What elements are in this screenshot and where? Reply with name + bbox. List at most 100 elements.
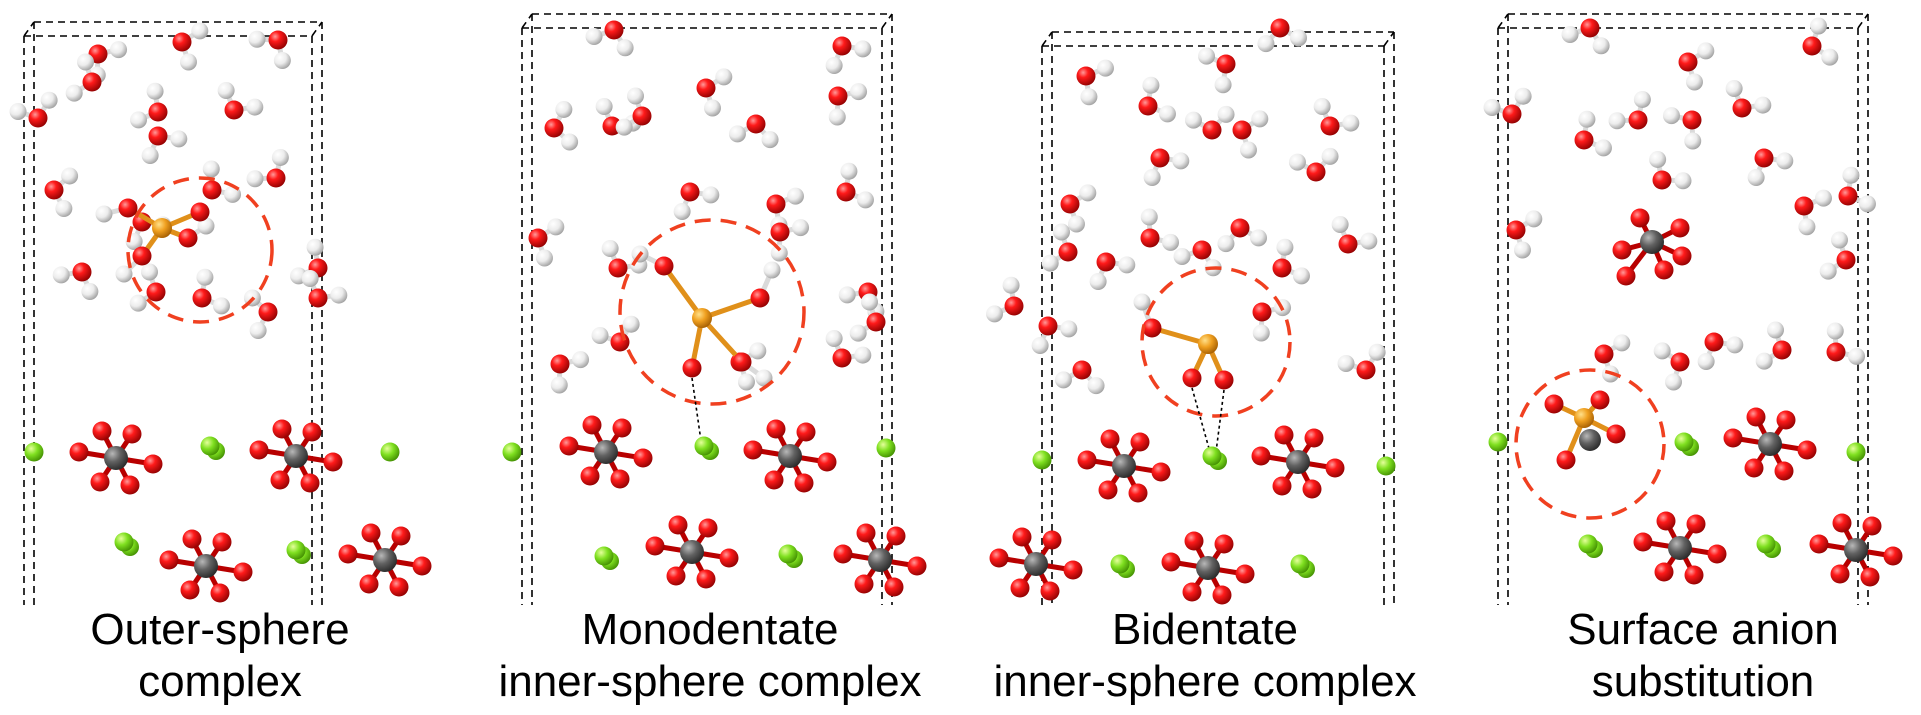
caption-line-2: inner-sphere complex	[498, 657, 922, 706]
water-molecule	[673, 182, 720, 220]
water-molecule	[65, 53, 102, 102]
oxygen-atom	[764, 470, 784, 490]
oxygen-atom	[180, 580, 200, 600]
cation-atom	[1846, 442, 1866, 462]
hydrogen-atom	[249, 322, 267, 340]
oxygen-atom	[391, 526, 411, 546]
metal-atom	[104, 446, 128, 470]
cation-atom	[1674, 432, 1694, 452]
oxygen-atom	[1630, 208, 1650, 228]
water-molecule	[1697, 332, 1744, 370]
cation-atom	[24, 442, 44, 462]
oxygen-atom	[1100, 429, 1120, 449]
water-molecule	[1232, 110, 1269, 159]
hydrogen-atom	[1214, 76, 1232, 94]
hydrogen-atom	[702, 186, 720, 204]
hydrogen-atom	[737, 373, 755, 391]
hydrogen-atom	[838, 286, 856, 304]
cation-atom	[1756, 534, 1776, 554]
oxygen-atom	[266, 168, 286, 188]
water-molecule	[1089, 252, 1136, 290]
oxygen-atom	[1606, 424, 1626, 444]
hydrogen-atom	[1767, 321, 1785, 339]
hydrogen-atom	[1726, 336, 1744, 354]
hydrogen-atom	[1053, 223, 1071, 241]
hydrogen-atom	[622, 315, 640, 333]
water-molecule	[1331, 216, 1378, 254]
hydrogen-atom	[1368, 343, 1386, 361]
water-molecule	[770, 219, 810, 262]
oxygen-atom	[1672, 246, 1692, 266]
oxygen-atom	[90, 472, 110, 492]
panel-monodentate	[502, 13, 927, 605]
water-molecule	[1041, 223, 1078, 272]
oxygen-atom	[1272, 258, 1292, 278]
oxygen-atom	[1130, 432, 1150, 452]
oxygen-atom	[796, 422, 816, 442]
metal-atom	[194, 554, 218, 578]
oxygen-atom	[1010, 578, 1030, 598]
oxygen-atom	[412, 556, 432, 576]
metal-atom	[594, 440, 618, 464]
hydrogen-atom	[271, 148, 289, 166]
oxygen-atom	[258, 302, 278, 322]
water-molecule	[1272, 238, 1310, 285]
hydrogen-atom	[1239, 141, 1257, 159]
water-molecule	[1143, 148, 1190, 186]
hydrogen-atom	[1158, 105, 1176, 123]
metal-atom	[1579, 429, 1601, 451]
hydrogen-atom	[1118, 256, 1136, 274]
hydrogen-atom	[1276, 238, 1294, 256]
cation-atom	[876, 438, 896, 458]
octahedral-anion	[1723, 407, 1817, 481]
hydrogen-atom	[1217, 105, 1235, 123]
oxygen-atom	[270, 470, 290, 490]
hydrogen-atom	[1360, 232, 1378, 250]
caption-line-1: Monodentate	[581, 605, 839, 654]
cation-atom	[200, 436, 220, 456]
hydrogen-atom	[1321, 147, 1339, 165]
hydrogen-atom	[115, 265, 133, 283]
oxygen-atom	[1574, 130, 1594, 150]
cation-pair	[694, 436, 719, 460]
hydrogen-atom	[146, 82, 164, 100]
oxygen-atom	[1042, 530, 1062, 550]
oxygen-atom	[1202, 120, 1222, 140]
metal-atom	[1024, 552, 1048, 576]
water-molecule	[130, 82, 168, 129]
hydrogen-atom	[1054, 371, 1072, 389]
hydrogen-atom	[1514, 87, 1532, 105]
water-molecule	[528, 218, 565, 267]
water-molecule	[550, 351, 590, 394]
water-molecule	[601, 240, 648, 278]
octahedral-anion	[338, 523, 432, 597]
cation-pair	[1674, 432, 1699, 456]
oxygen-atom	[1150, 148, 1170, 168]
cation-atom	[778, 544, 798, 564]
caption-bidentate: Bidentate inner-sphere complex	[955, 604, 1455, 708]
hydrogen-atom	[1483, 99, 1501, 117]
unit-cell-outline	[1041, 31, 1395, 605]
panel-surface-substitution	[1483, 13, 1903, 605]
oxygen-atom	[1038, 316, 1058, 336]
metal-atom	[284, 444, 308, 468]
water-molecule	[52, 262, 99, 300]
oxygen-atom	[680, 182, 700, 202]
hydrogen-atom	[1060, 320, 1078, 338]
cation-pair	[114, 532, 139, 556]
hydrogen-atom	[129, 294, 147, 312]
oxygen-atom	[69, 442, 89, 462]
hydrogen-atom	[141, 263, 159, 281]
metal-atom	[1844, 538, 1868, 562]
water-molecule	[44, 167, 79, 218]
cation-atom	[1488, 432, 1508, 452]
hydrogen-atom	[1578, 110, 1596, 128]
hydrogen-atom	[770, 244, 788, 262]
oxygen-atom	[159, 550, 179, 570]
oxygen-atom	[361, 523, 381, 543]
oxygen-atom	[732, 352, 752, 372]
hydrogen-atom	[986, 305, 1004, 323]
oxygen-atom	[268, 30, 288, 50]
adsorbate-anion	[1544, 390, 1626, 470]
